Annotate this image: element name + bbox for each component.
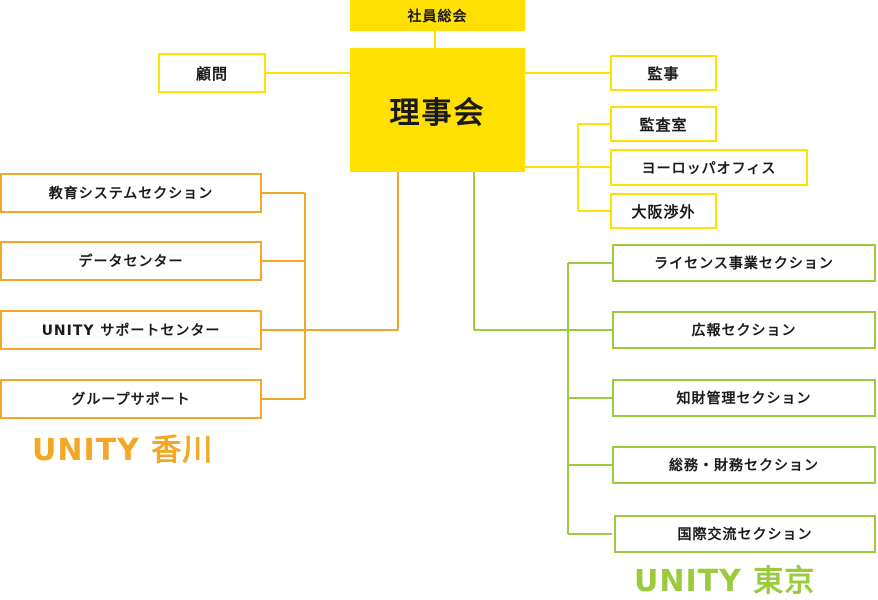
tokyo-section-label: 広報セクション	[691, 323, 797, 339]
tokyo-section-5: 国際交流セクション	[614, 515, 876, 553]
osaka-liaison-label: 大阪渉外	[631, 202, 696, 221]
audit-office-box: 監査室	[610, 106, 717, 142]
tokyo-section-label: ライセンス事業セクション	[654, 256, 834, 272]
auditor-label: 監事	[647, 64, 680, 83]
kagawa-section-1: 教育システムセクション	[0, 173, 262, 213]
audit-office-label: 監査室	[639, 115, 688, 134]
kagawa-group-label: UNITY 香川	[32, 433, 214, 468]
kagawa-section-label: UNITY サポートセンター	[41, 323, 221, 339]
europe-office-box: ヨーロッパオフィス	[610, 149, 808, 186]
general-assembly-box: 社員総会	[350, 0, 525, 31]
kagawa-section-label: グループサポート	[71, 392, 191, 408]
tokyo-section-4: 総務・財務セクション	[612, 446, 876, 484]
advisor-label: 顧問	[195, 64, 228, 83]
kagawa-section-4: グループサポート	[0, 379, 262, 419]
tokyo-section-label: 総務・財務セクション	[669, 458, 819, 474]
general-assembly-label: 社員総会	[407, 8, 468, 25]
board-label: 理事会	[389, 96, 486, 131]
board-box: 理事会	[350, 48, 525, 172]
advisor-box: 顧問	[158, 53, 266, 93]
auditor-box: 監事	[610, 55, 717, 91]
tokyo-section-label: 知財管理セクション	[676, 391, 812, 407]
europe-office-label: ヨーロッパオフィス	[641, 160, 777, 177]
tokyo-section-3: 知財管理セクション	[612, 379, 876, 417]
tokyo-section-2: 広報セクション	[612, 311, 876, 349]
osaka-liaison-box: 大阪渉外	[610, 193, 717, 229]
tokyo-group-label: UNITY 東京	[634, 564, 816, 599]
kagawa-section-2: データセンター	[0, 241, 262, 281]
tokyo-section-label: 国際交流セクション	[677, 527, 813, 543]
kagawa-section-label: データセンター	[78, 254, 184, 270]
kagawa-section-3: UNITY サポートセンター	[0, 310, 262, 350]
tokyo-section-1: ライセンス事業セクション	[612, 244, 876, 282]
kagawa-section-label: 教育システムセクション	[48, 186, 214, 202]
